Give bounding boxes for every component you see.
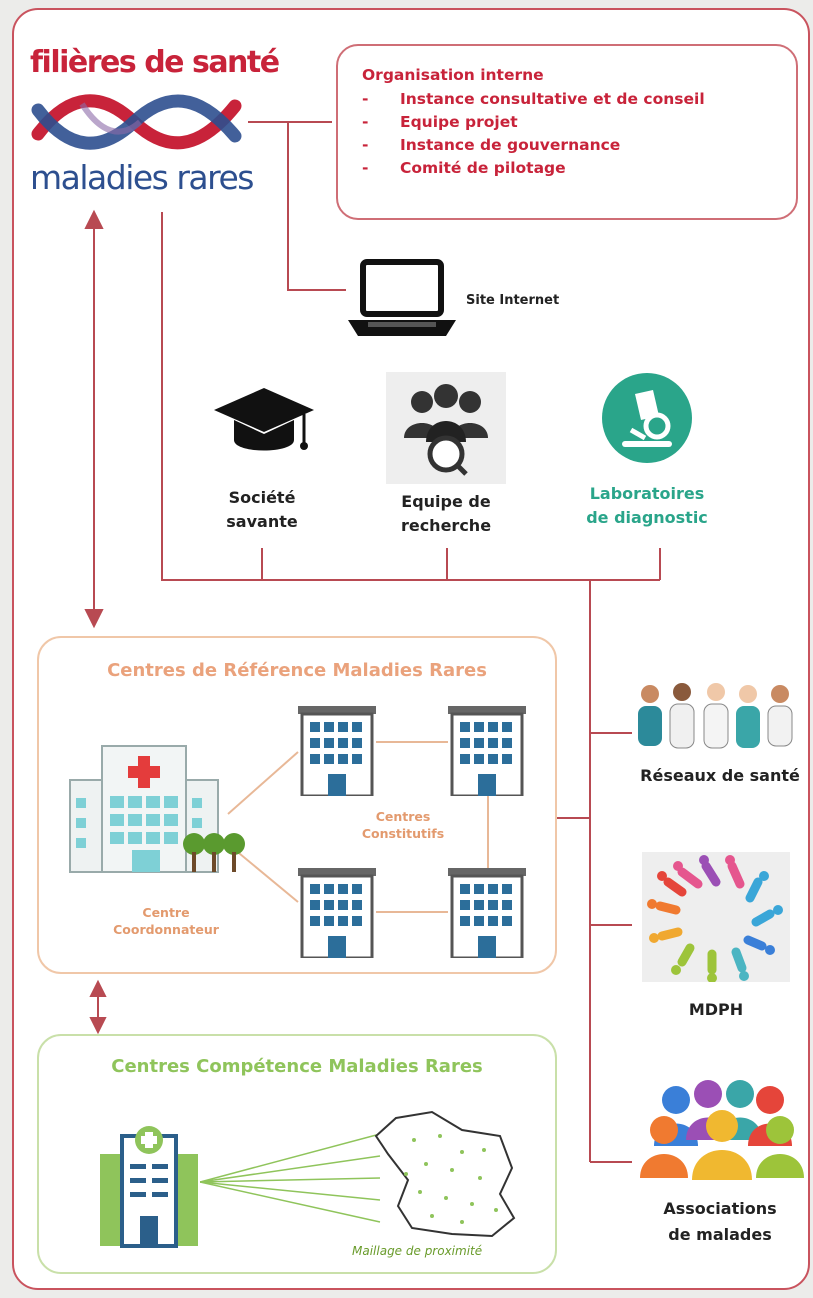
hospital-icon	[69, 745, 245, 873]
green-hospital-icon	[100, 1126, 198, 1248]
organisation-interne-box: Organisation interne -Instance consultat…	[336, 44, 798, 220]
laptop-icon	[348, 259, 456, 336]
maillage-caption: Maillage de proximité	[352, 1244, 483, 1258]
crmr-box: Centres de Référence Maladies Rares	[37, 636, 557, 974]
building-icon	[298, 706, 376, 796]
logo-wave-icon	[31, 94, 242, 150]
building-icon	[448, 868, 526, 958]
health-network-people-icon	[638, 683, 793, 749]
building-icon	[298, 868, 376, 958]
organisation-item: -Instance consultative et de conseil	[362, 90, 705, 108]
building-icon	[448, 706, 526, 796]
france-map-icon	[200, 1110, 516, 1238]
arrowhead-down-2	[89, 1017, 107, 1035]
organisation-item: -Comité de pilotage	[362, 159, 566, 177]
organisation-title: Organisation interne	[362, 66, 544, 84]
associations-group-icon	[640, 1080, 804, 1180]
organisation-item: -Instance de gouvernance	[362, 136, 621, 154]
arrowhead-up	[84, 209, 104, 229]
crmr-title: Centres de Référence Maladies Rares	[107, 660, 487, 681]
arrowhead-up-2	[89, 979, 107, 997]
ccmr-title: Centres Compétence Maladies Rares	[111, 1056, 483, 1077]
ccmr-box: Centres Compétence Maladies Rares	[37, 1034, 557, 1274]
mdph-people-circle-icon	[642, 852, 790, 982]
organisation-item: -Equipe projet	[362, 113, 518, 131]
graduation-cap-icon	[214, 388, 314, 451]
research-team-icon	[386, 372, 506, 484]
logo-bottom-text: maladies rares	[30, 158, 255, 197]
middle-bus-line	[161, 212, 660, 581]
diagram-frame	[12, 8, 810, 1290]
reseaux-sante-label: Réseaux de santé	[640, 766, 800, 785]
logo-top-text: filières de santé	[30, 45, 280, 80]
mdph-label: MDPH	[688, 1000, 744, 1019]
logo-to-site-line	[287, 122, 346, 291]
site-internet-label: Site Internet	[466, 293, 560, 308]
microscope-icon	[602, 373, 692, 463]
arrowhead-down	[84, 609, 104, 629]
